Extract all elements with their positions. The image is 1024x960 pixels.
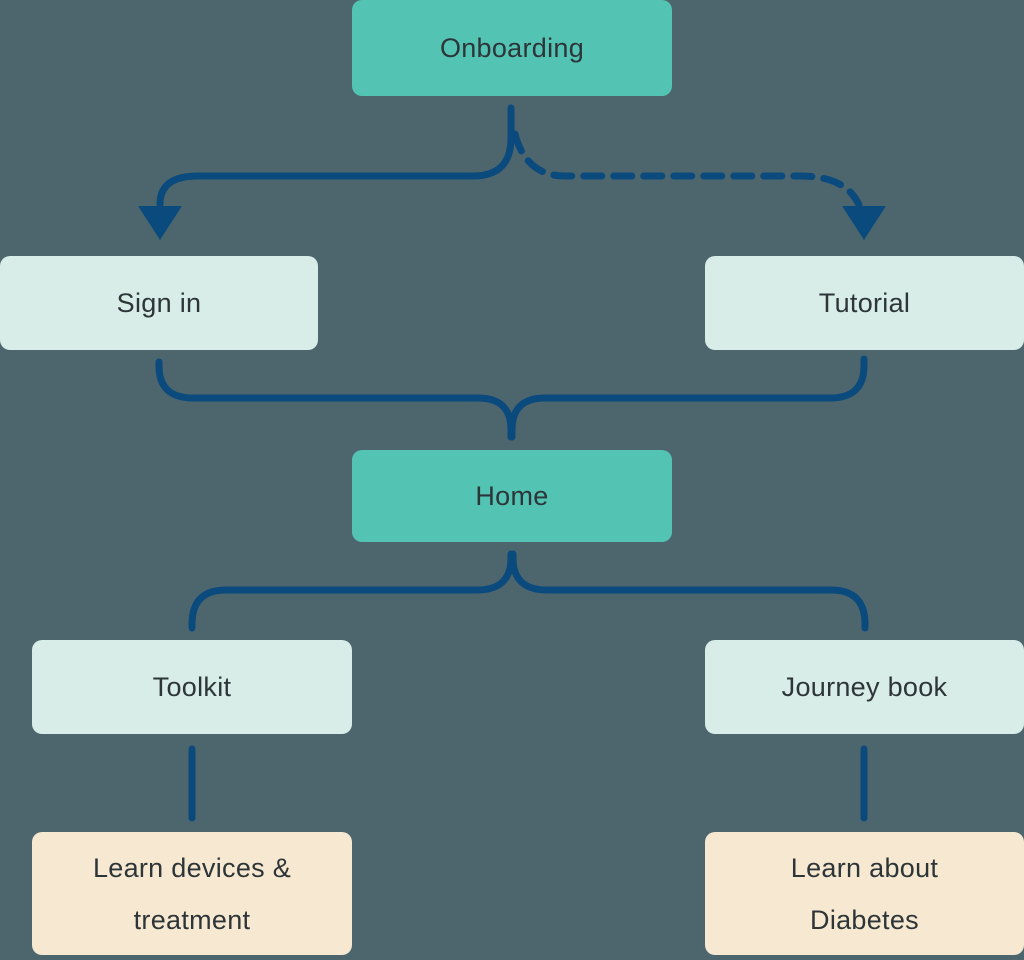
node-tutorial: Tutorial xyxy=(705,256,1024,350)
node-onboarding: Onboarding xyxy=(352,0,672,96)
edge-home-toolkit xyxy=(188,550,515,632)
node-learn-devices-treatment-label: Learn devices & treatment xyxy=(92,852,292,935)
node-tutorial-label: Tutorial xyxy=(818,288,911,318)
node-toolkit-label: Toolkit xyxy=(152,672,232,702)
arrowhead-tutorial xyxy=(842,206,886,240)
edge-onboarding-signin xyxy=(156,104,515,208)
node-home: Home xyxy=(352,450,672,542)
edge-tutorial-home xyxy=(508,355,868,441)
edge-onboarding-tutorial xyxy=(511,130,863,209)
node-toolkit: Toolkit xyxy=(32,640,352,734)
node-onboarding-label: Onboarding xyxy=(439,33,585,63)
edge-signin-home xyxy=(155,358,515,441)
node-learn-about-diabetes: Learn about Diabetes xyxy=(705,832,1024,955)
node-learn-devices-treatment: Learn devices & treatment xyxy=(32,832,352,955)
node-journey-book: Journey book xyxy=(705,640,1024,734)
edge-home-journeybook xyxy=(509,550,869,632)
node-sign-in-label: Sign in xyxy=(116,288,202,318)
node-home-label: Home xyxy=(475,481,549,511)
node-journey-book-label: Journey book xyxy=(781,672,948,702)
arrowhead-signin xyxy=(138,206,182,240)
node-sign-in: Sign in xyxy=(0,256,318,350)
node-learn-about-diabetes-label: Learn about Diabetes xyxy=(790,852,939,935)
